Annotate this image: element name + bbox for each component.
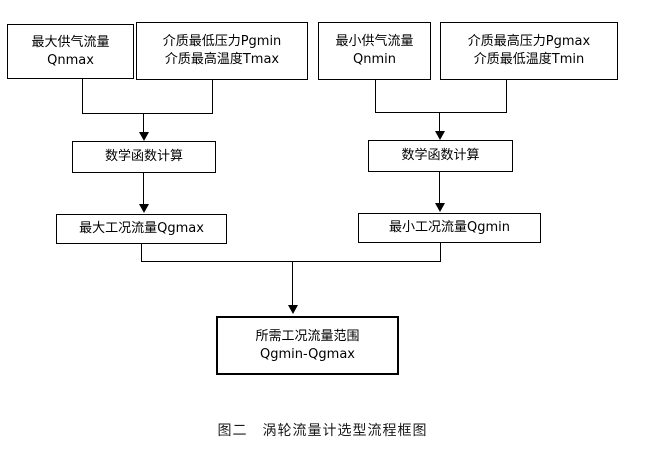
connector-right-merge-to-calc — [439, 112, 440, 132]
node-line-1: 介质最低压力Pgmin — [162, 34, 282, 50]
arrowhead-calc-right-to-qgmin — [435, 203, 445, 212]
connector-right-merge-bar — [375, 112, 507, 113]
node-line-1: 最大供气流量 — [31, 34, 110, 50]
connector-left-merge-to-calc — [143, 113, 144, 133]
connector-qnmax-down — [82, 79, 83, 114]
connector-left-merge-bar — [82, 113, 213, 114]
node-min-gas-supply-flow: 最小供气流量 Qnmin — [318, 22, 431, 80]
node-line-2: Qnmax — [47, 52, 94, 68]
connector-qnmin-down — [375, 80, 376, 113]
node-line-1: 数学函数计算 — [401, 148, 480, 164]
node-line-2: Qgmin-Qgmax — [260, 346, 355, 362]
arrowhead-bottom-merge-to-range — [288, 305, 298, 314]
node-line-1: 最小工况流量Qgmin — [389, 220, 510, 236]
node-line-2: Qnmin — [353, 52, 396, 67]
node-line-2: 介质最高温度Tmax — [164, 52, 280, 67]
node-line-1: 数学函数计算 — [104, 149, 183, 165]
node-line-1: 最小供气流量 — [335, 34, 414, 50]
figure-caption: 图二 涡轮流量计选型流程框图 — [217, 423, 428, 439]
node-line-2: 介质最低温度Tmin — [473, 52, 585, 67]
arrowhead-left-merge-to-calc — [139, 132, 149, 141]
connector-bottom-merge-to-range — [292, 261, 293, 306]
node-min-working-condition-flow: 最小工况流量Qgmin — [358, 213, 541, 243]
node-max-working-condition-flow: 最大工况流量Qgmax — [56, 214, 227, 244]
connector-bottom-merge-bar — [141, 261, 441, 262]
connector-calc-right-to-qgmin — [439, 172, 440, 204]
node-line-1: 所需工况流量范围 — [255, 328, 360, 344]
arrowhead-right-merge-to-calc — [435, 131, 445, 140]
node-required-working-condition-flow-range: 所需工况流量范围 Qgmin-Qgmax — [216, 316, 399, 375]
arrowhead-calc-left-to-qgmax — [139, 204, 149, 213]
node-line-1: 介质最高压力Pgmax — [467, 34, 591, 50]
node-line-1: 最大工况流量Qgmax — [79, 221, 204, 237]
connector-pgmax-tmin-down — [506, 80, 507, 113]
node-max-gas-supply-flow: 最大供气流量 Qnmax — [7, 24, 134, 79]
connector-qgmax-down — [141, 244, 142, 262]
node-math-function-calculation-right: 数学函数计算 — [368, 140, 513, 172]
connector-qgmin-down — [440, 243, 441, 262]
node-max-pressure-min-temperature: 介质最高压力Pgmax 介质最低温度Tmin — [440, 22, 618, 80]
node-min-pressure-max-temperature: 介质最低压力Pgmin 介质最高温度Tmax — [136, 22, 308, 80]
connector-pgmin-tmax-down — [212, 80, 213, 114]
node-math-function-calculation-left: 数学函数计算 — [72, 141, 216, 173]
connector-calc-left-to-qgmax — [143, 173, 144, 205]
